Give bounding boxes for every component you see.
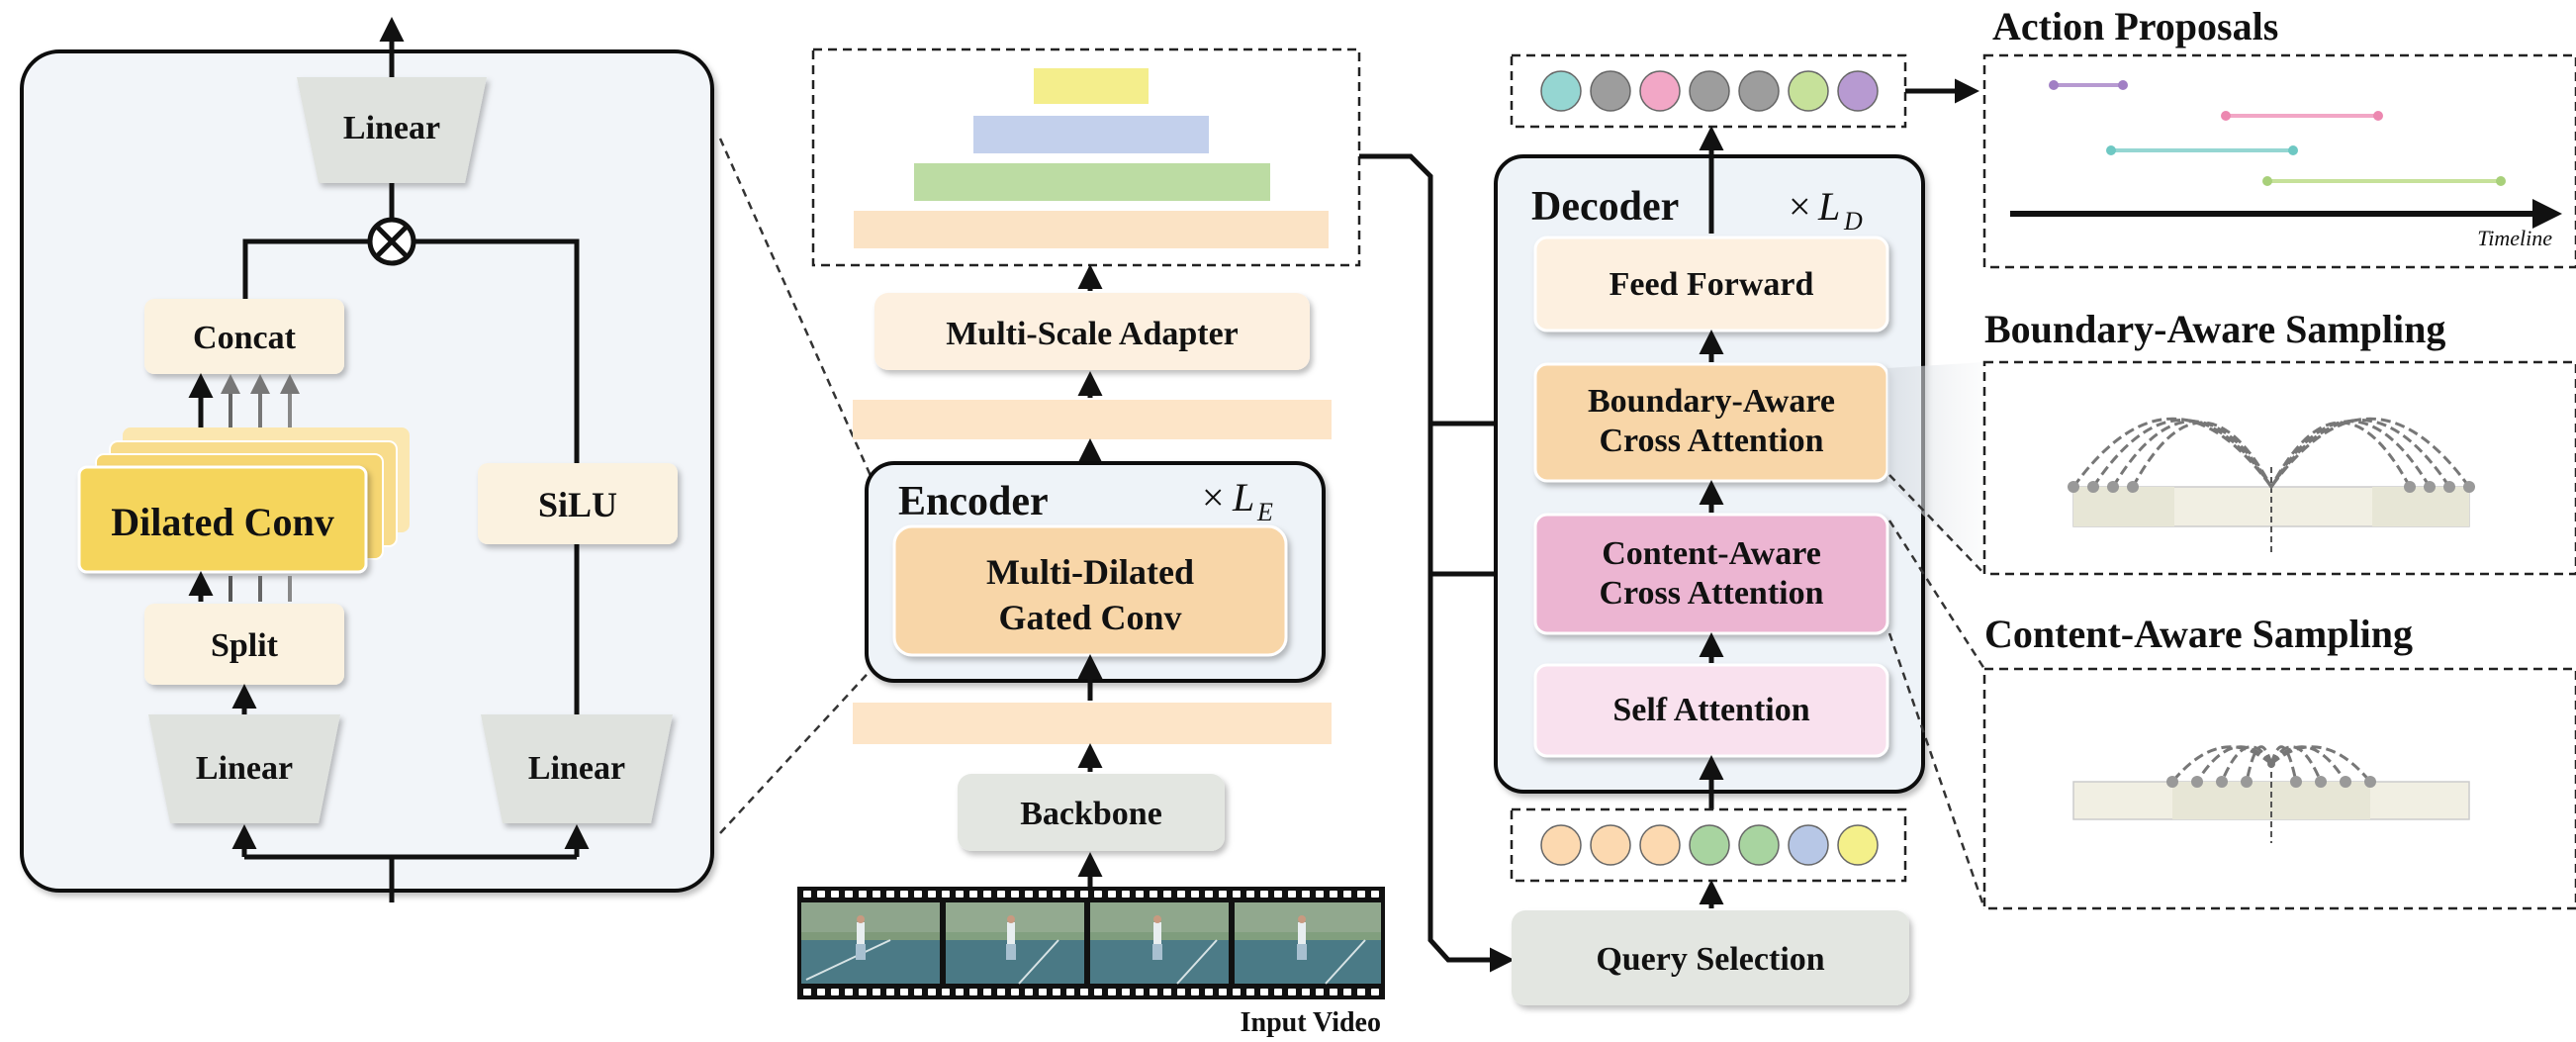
encoder-block-line2: Gated Conv [998,598,1181,637]
split-label: Split [211,627,279,664]
content-sampling-title: Content-Aware Sampling [1984,612,2413,656]
proposal-cyan [2106,145,2298,155]
encoder-title: Encoder [898,479,1049,524]
input-video-caption: Input Video [1241,1007,1381,1038]
input-query-2 [1590,824,1631,866]
concat-label: Concat [193,320,297,356]
multi-scale-adapter-block [874,293,1310,370]
content-sample-point [2315,776,2327,788]
linear-bottom-left-label: Linear [196,750,293,787]
boundary-sample-point [2404,481,2416,493]
pyramid-level-3 [971,114,1211,155]
linear-bottom-right-label: Linear [528,750,625,787]
content-sample-point [2166,776,2178,788]
boundary-sample-point [2068,481,2079,493]
content-sample-point [2216,776,2228,788]
boundary-sample-point [2127,481,2139,493]
linear-bottom-right-block [481,714,673,823]
content-sampling-panel [1982,667,2576,910]
feed-forward-label: Feed Forward [1610,266,1814,303]
adapter-input-feature [853,400,1332,439]
dilated-conv-block [77,465,368,574]
output-query-5 [1738,70,1780,112]
output-query-3 [1639,70,1681,112]
decoder-title: Decoder [1531,184,1679,230]
query-output-row [1510,53,1907,129]
decoder-repeat-sub: D [1843,207,1863,236]
pyramid-level-1 [852,209,1331,250]
cacross-line2: Cross Attention [1600,575,1824,612]
circled-times-icon [367,217,416,266]
action-proposals-title: Action Proposals [1992,4,2278,48]
output-query-6 [1788,70,1829,112]
proposal-purple [2049,80,2128,90]
video-frame-4 [1235,902,1381,985]
linear-top-label: Linear [343,110,440,146]
bacross-line1: Boundary-Aware [1588,383,1835,420]
video-frame-2 [946,902,1084,985]
content-sample-point [2340,776,2351,788]
video-frame-1 [801,902,940,984]
proposal-green [2262,176,2506,186]
boundary-sample-point [2424,481,2436,493]
input-query-7 [1837,824,1879,866]
encoder-repeat-L: L [1232,475,1254,520]
video-frame-3 [1090,902,1229,985]
timeline-label: Timeline [2477,226,2552,250]
cacross-line1: Content-Aware [1602,535,1821,572]
output-query-2 [1590,70,1631,112]
pyramid-level-2 [912,161,1272,203]
silu-label: SiLU [538,485,617,524]
encoder-repeat-times: × [1202,475,1225,520]
query-selection-block [1512,910,1909,1005]
backbone-output-feature [853,703,1332,744]
content-aware-cross-attention-block [1533,513,1889,635]
boundary-sample-point [2463,481,2475,493]
concat-block [144,299,344,374]
content-sample-point [2241,776,2253,788]
split-block [144,604,344,685]
self-attention-label: Self Attention [1612,692,1809,728]
feature-pyramid [811,47,1361,267]
input-query-1 [1540,824,1582,866]
bacross-line2: Cross Attention [1600,423,1824,459]
left-detail-panel: Linear Concat Dilated Conv Split [20,17,714,902]
boundary-sample-point [2443,481,2455,493]
encoder-block-line1: Multi-Dilated [986,552,1194,592]
decoder-repeat-L: L [1817,184,1840,229]
silu-block [478,463,678,544]
boundary-sampling-title: Boundary-Aware Sampling [1984,307,2445,351]
content-sample-point [2290,776,2302,788]
encoder-block: Encoder × L E Multi-Dilated Gated Conv [865,461,1326,683]
output-query-1 [1540,70,1582,112]
action-proposals-panel: Timeline [1982,53,2576,269]
pyramid-level-4 [1032,66,1150,106]
content-sample-point [2191,776,2203,788]
adapter-label: Multi-Scale Adapter [946,316,1239,352]
boundary-sampling-panel [1982,360,2576,576]
decoder-block: Decoder × L D Feed Forward Boundary-Awar… [1494,126,1925,794]
boundary-sample-point [2107,481,2119,493]
input-query-5 [1738,824,1780,866]
linear-bottom-left-block [148,714,340,823]
output-query-4 [1689,70,1730,112]
encoder-repeat-sub: E [1256,498,1273,526]
backbone-block [958,774,1225,851]
proposal-pink [2221,111,2383,121]
backbone-label: Backbone [1020,796,1162,832]
input-query-6 [1788,824,1829,866]
input-query-3 [1639,824,1681,866]
input-query-4 [1689,824,1730,866]
linear-top-block [297,77,487,183]
output-query-7 [1837,70,1879,112]
content-sample-point [2364,776,2376,788]
dilated-conv-label: Dilated Conv [111,500,334,544]
decoder-repeat-times: × [1789,184,1811,229]
input-video-filmstrip [797,887,1385,999]
query-input-row [1510,807,1907,883]
boundary-sample-point [2087,481,2099,493]
query-selection-label: Query Selection [1596,941,1824,978]
